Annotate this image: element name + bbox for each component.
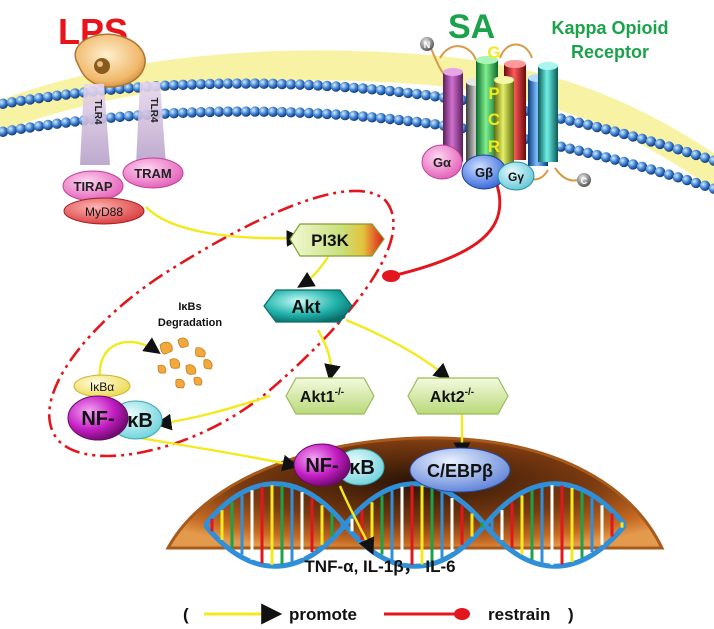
svg-text:IκBα: IκBα [90, 380, 114, 394]
svg-text:NF-: NF- [81, 408, 114, 430]
arrow-ikba-degradation [98, 337, 161, 381]
cebp-node: C/EBPβ [409, 447, 511, 493]
arrow-nfkb-translocation [139, 436, 300, 472]
myd88-node: MyD88 [63, 197, 145, 225]
akt1-node: Akt1-/- [285, 377, 375, 415]
arrow-akt-to-akt1 [316, 329, 341, 382]
nfkb-nucleus: NF- κB [293, 443, 385, 487]
degradation-label-line1: IκBs [178, 301, 201, 313]
svg-text:TLR4: TLR4 [148, 98, 159, 123]
nfkb-cytoplasm: NF- κB [67, 395, 163, 441]
signaling-region-outline [47, 189, 395, 458]
receptor-label-line1: Kappa Opioid [552, 18, 669, 38]
svg-text:Gα: Gα [433, 155, 451, 170]
dna-helix [203, 481, 627, 569]
svg-text:Akt1-/-: Akt1-/- [300, 387, 344, 406]
tlr4-right: TLR4 [136, 82, 166, 165]
arrow-akt1-to-nfkb [154, 394, 271, 431]
svg-text:G: G [487, 43, 500, 62]
g-beta-node: Gβ [461, 154, 507, 190]
g-alpha-node: Gα [421, 144, 463, 180]
degradation-label-line2: Degradation [158, 317, 222, 329]
nucleus [165, 436, 665, 569]
svg-text:Gγ: Gγ [508, 170, 524, 184]
legend-restrain-label: restrain [488, 605, 550, 624]
sa-label: SA [448, 8, 495, 46]
akt2-node: Akt2-/- [407, 377, 509, 415]
akt2-label: Akt2 [430, 389, 465, 406]
receptor-label-line2: Receptor [571, 42, 649, 62]
svg-text:N: N [424, 40, 431, 50]
cytokines-label: TNF-α, IL-1β， IL-6 [304, 557, 455, 576]
svg-text:MyD88: MyD88 [85, 205, 123, 219]
svg-text:C/EBPβ: C/EBPβ [427, 461, 493, 481]
akt2-superscript: -/- [465, 387, 474, 398]
svg-text:TIRAP: TIRAP [74, 179, 113, 194]
svg-text:Akt2-/-: Akt2-/- [430, 387, 474, 406]
promote-arrows [98, 206, 471, 556]
akt1-label: Akt1 [300, 389, 335, 406]
svg-text:Gβ: Gβ [475, 165, 493, 180]
svg-text:P: P [488, 84, 499, 103]
lps-molecule [74, 33, 146, 88]
arrow-myd88-to-pi3k [145, 206, 304, 247]
svg-text:Akt: Akt [291, 297, 320, 317]
degradation-fragments [157, 337, 213, 389]
legend-promote-label: promote [289, 605, 357, 624]
arrow-pi3k-to-akt [297, 256, 329, 288]
legend-open-paren: ( [183, 605, 189, 624]
svg-text:κB: κB [127, 410, 153, 432]
svg-text:C: C [581, 176, 588, 186]
g-gamma-node: Gγ [497, 161, 535, 191]
ikba-node: IκBα [73, 374, 131, 398]
restrain-line [382, 184, 502, 282]
gpcr-letters: G P C R [487, 43, 500, 156]
tirap-node: TIRAP [62, 170, 124, 202]
tlr4-left: TLR4 [80, 84, 110, 165]
svg-text:TLR4: TLR4 [92, 100, 103, 125]
n-terminus-cap: N [420, 37, 434, 51]
svg-text:C: C [488, 110, 500, 129]
arrow-akt-to-akt2 [345, 318, 451, 381]
legend: ( promote restrain ) [183, 603, 574, 625]
c-terminus-cap: C [577, 173, 591, 187]
svg-text:NF-: NF- [305, 455, 338, 477]
akt-node: Akt [263, 289, 353, 323]
tram-node: TRAM [122, 157, 184, 189]
pi3k-node: PI3K [289, 223, 385, 257]
akt1-superscript: -/- [335, 387, 344, 398]
svg-text:TRAM: TRAM [134, 166, 172, 181]
gpcr-helices [429, 43, 579, 183]
svg-text:R: R [488, 137, 500, 156]
legend-close-paren: ) [568, 605, 574, 624]
svg-text:PI3K: PI3K [311, 231, 350, 250]
legend-restrain-end [454, 608, 470, 620]
arrow-nucleus-to-cytokines [338, 485, 375, 556]
svg-text:κB: κB [349, 457, 375, 479]
